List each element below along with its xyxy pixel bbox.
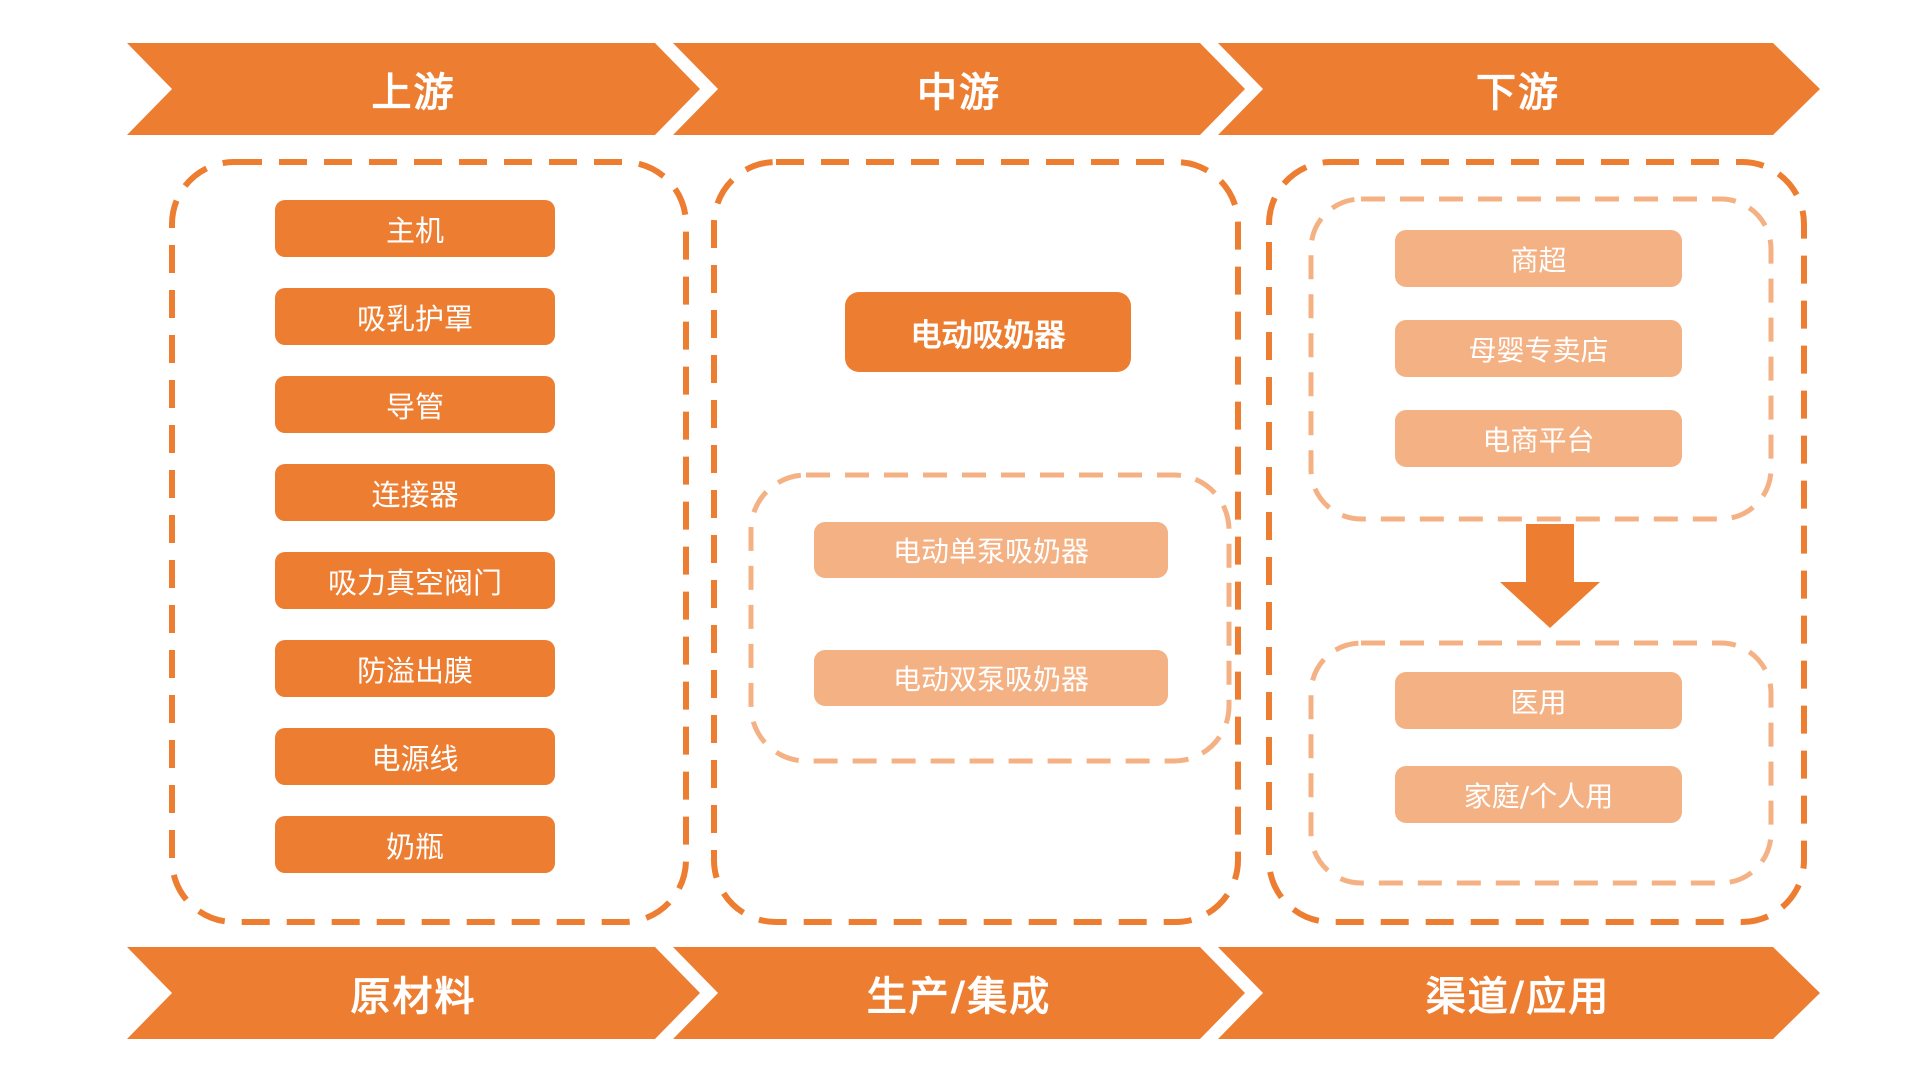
downstream-applications-border bbox=[1308, 640, 1774, 886]
upstream-item-connector: 连接器 bbox=[275, 464, 555, 521]
upstream-container-border bbox=[169, 159, 689, 925]
top-banner-segment-midstream: 中游 bbox=[917, 70, 1001, 116]
upstream-item-anti-overflow-membrane: 防溢出膜 bbox=[275, 640, 555, 697]
bottom-banner-segment-channels: 渠道/应用 bbox=[1425, 974, 1611, 1020]
upstream-item-host: 主机 bbox=[275, 200, 555, 257]
midstream-variant-double-pump: 电动双泵吸奶器 bbox=[814, 650, 1168, 706]
down-arrow-icon bbox=[1500, 524, 1600, 628]
channel-maternal-baby-store: 母婴专卖店 bbox=[1395, 320, 1682, 377]
midstream-container-border bbox=[711, 159, 1241, 925]
downstream-channels-border bbox=[1308, 196, 1774, 522]
channel-supermarket: 商超 bbox=[1395, 230, 1682, 287]
top-banner-segment-downstream: 下游 bbox=[1476, 70, 1560, 116]
bottom-banner-segment-raw-materials: 原材料 bbox=[350, 974, 477, 1020]
top-banner-segment-upstream: 上游 bbox=[371, 70, 456, 116]
upstream-item-vacuum-valve: 吸力真空阀门 bbox=[275, 552, 555, 609]
application-home-personal: 家庭/个人用 bbox=[1395, 766, 1682, 823]
midstream-variants-border bbox=[748, 472, 1232, 764]
midstream-variant-single-pump: 电动单泵吸奶器 bbox=[814, 522, 1168, 578]
upstream-item-tube: 导管 bbox=[275, 376, 555, 433]
top-banner-shape bbox=[127, 43, 1820, 135]
bottom-banner-shape bbox=[127, 947, 1820, 1039]
downstream-container-border bbox=[1266, 159, 1807, 925]
upstream-item-baby-bottle: 奶瓶 bbox=[275, 816, 555, 873]
bottom-banner-segment-production: 生产/集成 bbox=[866, 974, 1052, 1020]
midstream-product-electric-breast-pump: 电动吸奶器 bbox=[845, 292, 1131, 372]
upstream-item-breast-shield: 吸乳护罩 bbox=[275, 288, 555, 345]
channel-ecommerce-platform: 电商平台 bbox=[1395, 410, 1682, 467]
application-medical: 医用 bbox=[1395, 672, 1682, 729]
upstream-item-power-cord: 电源线 bbox=[275, 728, 555, 785]
